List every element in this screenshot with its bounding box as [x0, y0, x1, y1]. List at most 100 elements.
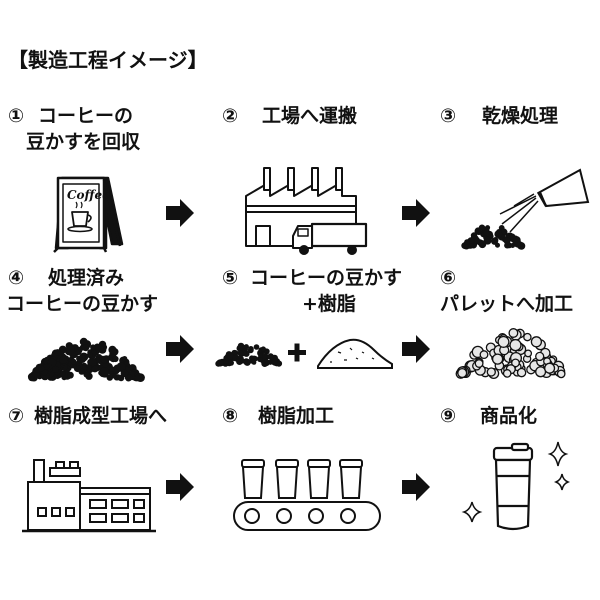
- drying-process-icon: [499, 168, 590, 233]
- particle: [497, 335, 510, 348]
- arrow-right-icon: [402, 335, 430, 363]
- particle: [54, 349, 61, 356]
- coffee-sign-text: Coffee: [67, 188, 110, 202]
- cup: [241, 466, 265, 499]
- cup-lid: [307, 459, 331, 468]
- arrow-right-icon: [402, 473, 430, 501]
- particle: [494, 230, 503, 239]
- particle: [67, 371, 74, 379]
- particle: [248, 346, 254, 352]
- step-8-number: ⑧: [222, 405, 239, 427]
- particle: [52, 366, 59, 373]
- arrow-right-icon: [166, 473, 194, 501]
- step-1-label-line2: 豆かすを回収: [26, 131, 141, 153]
- coffee-grounds-pile: [461, 224, 526, 250]
- step-4-number: ④: [8, 267, 25, 289]
- coffee-grounds-pile: [215, 342, 283, 367]
- particle: [78, 355, 87, 363]
- particle: [474, 227, 482, 235]
- particle: [503, 237, 511, 245]
- particle: [271, 359, 279, 366]
- particle: [535, 351, 545, 362]
- particle: [491, 237, 499, 245]
- particle: [38, 365, 45, 372]
- arrow-right-icon: [166, 199, 194, 227]
- particle: [516, 367, 527, 378]
- particle: [483, 229, 490, 236]
- particle: [276, 361, 282, 367]
- cup: [307, 466, 331, 499]
- plus-icon: [288, 343, 306, 362]
- particle: [59, 355, 68, 364]
- particle: [491, 353, 504, 365]
- particle: [112, 355, 119, 363]
- particle: [109, 366, 115, 372]
- sparkle-icon: [461, 501, 483, 523]
- particle: [262, 353, 269, 360]
- step-4-label-line1: 処理済み: [48, 267, 125, 289]
- particle: [121, 356, 128, 362]
- particle: [66, 345, 75, 354]
- step-2-number: ②: [222, 105, 239, 127]
- particle: [75, 349, 82, 356]
- resin-powder-icon: [317, 338, 393, 369]
- arrow-right-icon: [402, 199, 430, 227]
- particle: [90, 344, 96, 351]
- particle: [486, 367, 496, 377]
- particle: [82, 344, 90, 352]
- coffee-sign-icon: Coffee: [53, 176, 124, 253]
- particle: [258, 357, 263, 362]
- particle: [464, 239, 470, 245]
- particle: [95, 344, 104, 353]
- particle: [523, 332, 532, 342]
- particle: [524, 349, 533, 358]
- particle: [100, 355, 109, 364]
- pellets-pile: [455, 328, 566, 380]
- page-title: 【製造工程イメージ】: [8, 48, 208, 72]
- step-2-label: 工場へ運搬: [262, 105, 358, 127]
- particle: [509, 338, 522, 352]
- particle: [236, 358, 243, 365]
- particle: [544, 362, 556, 374]
- particle: [70, 358, 77, 365]
- step-6-label: パレットへ加工: [440, 293, 574, 315]
- particle: [260, 346, 266, 352]
- particle: [530, 336, 543, 348]
- cup: [339, 466, 363, 499]
- particle: [457, 367, 468, 379]
- step-1-label-line1: コーヒーの: [38, 105, 134, 127]
- particle: [556, 369, 566, 379]
- particle: [236, 345, 243, 352]
- particle: [108, 345, 117, 354]
- particle: [134, 373, 143, 382]
- particle: [502, 369, 512, 378]
- particle: [73, 364, 82, 373]
- step-9-label: 商品化: [480, 405, 538, 427]
- step-7-label: 樹脂成型工場へ: [34, 405, 168, 427]
- particle: [79, 337, 88, 346]
- particle: [83, 371, 90, 378]
- particle: [232, 350, 239, 356]
- particle: [91, 365, 99, 373]
- particle: [474, 359, 484, 368]
- particle: [120, 369, 129, 378]
- particle: [478, 240, 487, 249]
- particle: [511, 358, 520, 368]
- step-4-label-line2: コーヒーの豆かす: [6, 293, 159, 315]
- particle: [228, 360, 235, 366]
- particle: [243, 344, 249, 350]
- particle: [270, 355, 275, 360]
- particle: [28, 374, 35, 382]
- particle: [474, 238, 480, 244]
- step-1-number: ①: [8, 105, 25, 127]
- coffee-grounds-pile: [27, 337, 145, 382]
- tumbler-product-icon: [492, 442, 534, 531]
- particle: [253, 344, 260, 350]
- particle: [251, 358, 256, 364]
- particle: [237, 350, 244, 356]
- particle: [264, 358, 269, 363]
- step-3-label: 乾燥処理: [482, 105, 559, 127]
- factory-truck-icon: [245, 167, 368, 255]
- step-3-number: ③: [440, 105, 457, 127]
- particle: [43, 363, 50, 370]
